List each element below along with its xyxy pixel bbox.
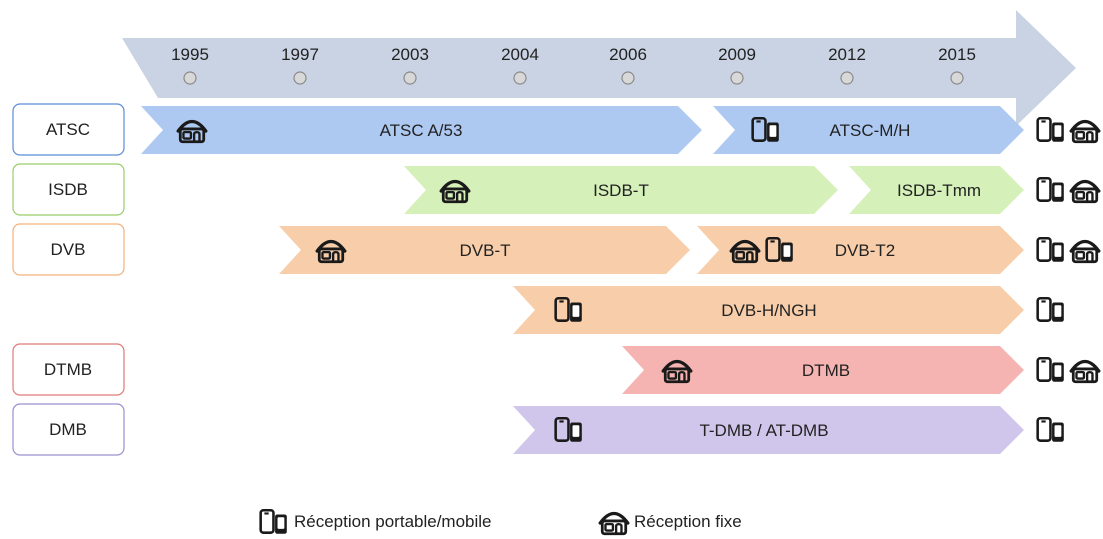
year-marker [183,71,197,85]
bar-label: DTMB [802,361,850,380]
bar-isdb-tmm: ISDB-Tmm [849,166,1024,214]
fixed-reception-icon [1069,119,1101,144]
mobile-reception-icon [1036,176,1066,204]
standard-label-atsc: ATSC [12,103,125,156]
year-label: 2015 [938,45,976,64]
legend-fixed: Réception fixe [598,505,742,539]
standard-label-isdb: ISDB [12,163,125,216]
year-marker [730,71,744,85]
mobile-reception-icon [1036,116,1066,144]
standard-label-dmb: DMB [12,403,125,456]
bar-dvb-h-ngh: DVB-H/NGH [513,286,1024,334]
bar-atsc-a-53: ATSC A/53 [141,106,702,154]
mobile-reception-icon [1036,296,1066,324]
standard-label-text: DTMB [44,360,92,379]
bar-label: ATSC-M/H [830,121,911,140]
legend-fixed-label: Réception fixe [634,512,742,531]
bar-dtmb: DTMB [622,346,1024,394]
year-label: 2009 [718,45,756,64]
bar-isdb-t: ISDB-T [404,166,838,214]
legend-mobile: Réception portable/mobile [258,505,492,539]
bar-label: DVB-T [460,241,511,260]
year-label: 1997 [281,45,319,64]
bar-label: ISDB-T [593,181,649,200]
standard-label-text: DMB [49,420,87,439]
bar-atsc-m-h: ATSC-M/H [713,106,1024,154]
timeline-arrow [122,10,1076,126]
year-marker [403,71,417,85]
fixed-reception-icon [1069,239,1101,264]
bar-dvb-t: DVB-T [279,226,690,274]
year-marker [950,71,964,85]
bar-t-dmb-at-dmb: T-DMB / AT-DMB [513,406,1024,454]
standard-label-dvb: DVB [12,223,125,276]
year-marker [293,71,307,85]
fixed-reception-icon [1069,179,1101,204]
year-marker [513,71,527,85]
mobile-reception-icon [1036,356,1066,384]
mobile-reception-icon [1036,236,1066,264]
mobile-reception-icon [259,508,289,536]
year-label: 2003 [391,45,429,64]
mobile-reception-icon [1036,416,1066,444]
year-marker [621,71,635,85]
year-label: 2006 [609,45,647,64]
bar-label: T-DMB / AT-DMB [699,421,828,440]
standard-label-text: ISDB [48,180,88,199]
bar-dvb-t2: DVB-T2 [697,226,1024,274]
bar-label: DVB-T2 [835,241,895,260]
bar-label: DVB-H/NGH [721,301,816,320]
bar-label: ATSC A/53 [380,121,463,140]
standard-label-text: ATSC [46,120,90,139]
year-marker [840,71,854,85]
fixed-reception-icon [598,511,630,536]
bar-label: ISDB-Tmm [897,181,981,200]
standard-label-text: DVB [51,240,86,259]
year-label: 2004 [501,45,539,64]
legend-mobile-label: Réception portable/mobile [294,512,492,531]
year-label: 1995 [171,45,209,64]
year-label: 2012 [828,45,866,64]
fixed-reception-icon [1069,359,1101,384]
standard-label-dtmb: DTMB [12,343,125,396]
